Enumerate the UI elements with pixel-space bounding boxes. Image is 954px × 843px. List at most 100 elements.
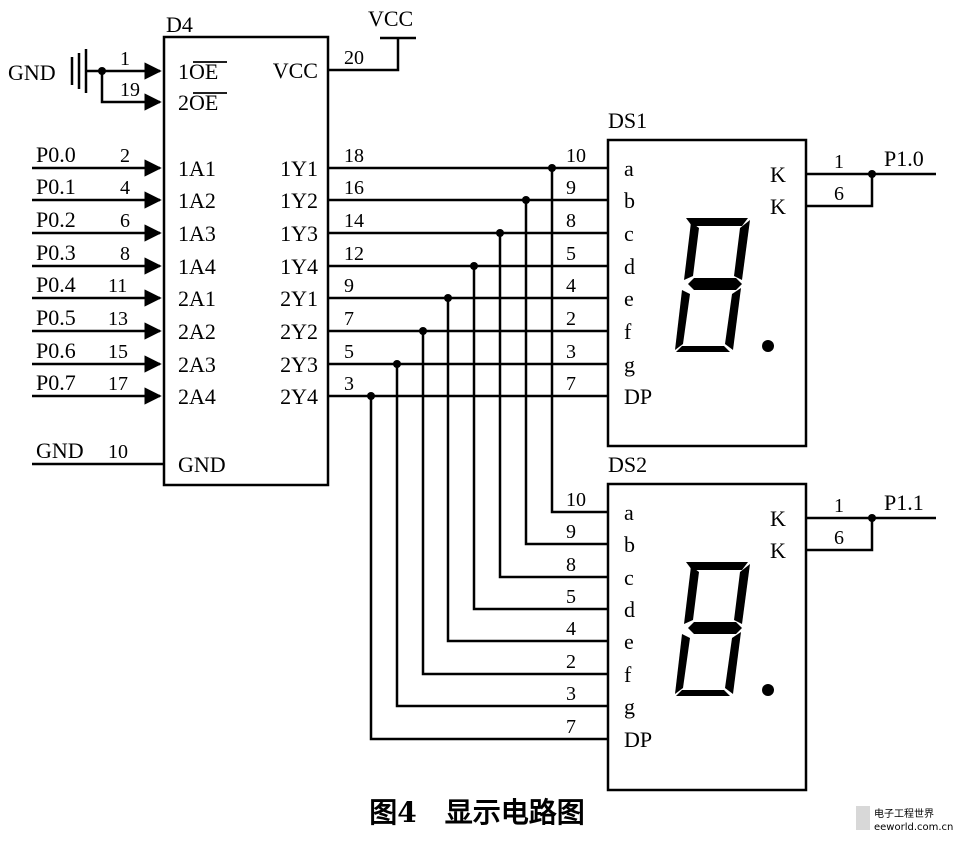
segment-pin-number: 2	[566, 651, 576, 673]
pin-number: 20	[344, 47, 364, 69]
input-net-label: P0.3	[36, 240, 76, 265]
pin-label: GND	[178, 452, 226, 477]
watermark-line1: 电子工程世界	[874, 807, 934, 820]
ground-symbol: GND	[8, 49, 162, 111]
pin-label: 2A4	[178, 384, 216, 409]
output-net-label: P1.0	[884, 146, 924, 171]
segment-pin-number: 10	[566, 145, 586, 167]
segment-label: e	[624, 629, 634, 654]
segment-label: c	[624, 221, 634, 246]
pin-label: 1OE	[178, 59, 218, 84]
input-net-label: P0.1	[36, 174, 76, 199]
segment-pin-number: 2	[566, 308, 576, 330]
segment-label: f	[624, 662, 632, 687]
pin-number: 8	[120, 243, 130, 265]
pin-label: 2Y2	[280, 319, 318, 344]
chip-d4-body	[162, 35, 330, 487]
led-segment	[676, 690, 730, 696]
segment-label: d	[624, 597, 635, 622]
gnd-label: GND	[8, 60, 56, 85]
pin-label: 1Y4	[280, 254, 318, 279]
segment-label: a	[624, 500, 634, 525]
pin-number: 15	[108, 341, 128, 363]
pin-number: 11	[108, 275, 127, 297]
segment-pin-number: 7	[566, 373, 576, 395]
segment-pin-number: 5	[566, 243, 576, 265]
bus-line	[328, 196, 608, 546]
pin-label: 2A1	[178, 286, 216, 311]
led-segment	[686, 218, 748, 226]
pin-label: 1A2	[178, 188, 216, 213]
input-net-label: GND	[36, 438, 84, 463]
output-net-label: P1.1	[884, 490, 924, 515]
led-segment	[675, 290, 690, 350]
segment-pin-number: 8	[566, 210, 576, 232]
segment-pin-number: 9	[566, 521, 576, 543]
led-segment	[688, 278, 742, 290]
led-segment	[686, 562, 748, 570]
chip-left-pin: P0.1 4 1A2	[32, 174, 216, 213]
segment-pin-number: 10	[566, 489, 586, 511]
segment-label: b	[624, 532, 635, 557]
bus-line	[328, 262, 608, 611]
pin-number: 5	[344, 341, 354, 363]
segment-pin-number: 4	[566, 275, 576, 297]
pin-label: 1Y2	[280, 188, 318, 213]
led-decimal-point	[762, 684, 774, 696]
input-net-label: P0.0	[36, 142, 76, 167]
pin-number: 3	[344, 373, 354, 395]
segment-pin-number: 4	[566, 618, 576, 640]
common-cathode-label: K	[770, 162, 786, 187]
segment-label: g	[624, 694, 635, 719]
display-body	[606, 482, 808, 792]
k-pin-number: 6	[834, 527, 844, 549]
display-name: DS2	[608, 452, 647, 477]
pin-number: 17	[108, 373, 128, 395]
pin-label: 2Y4	[280, 384, 318, 409]
common-cathode-label: K	[770, 194, 786, 219]
pin-number: 12	[344, 243, 364, 265]
junction-dot	[868, 170, 876, 178]
pin-label: VCC	[273, 58, 318, 83]
display-body	[606, 138, 808, 448]
output-bus	[328, 164, 608, 741]
led-segment	[734, 564, 750, 624]
pin-number: 6	[120, 210, 130, 232]
pin-label: 1Y1	[280, 156, 318, 181]
pin-number: 10	[108, 441, 128, 463]
segment-label: b	[624, 188, 635, 213]
segment-label: a	[624, 156, 634, 181]
segment-pin-number: 7	[566, 716, 576, 738]
vcc-symbol: VCC	[328, 6, 416, 72]
chip-right-pin: 7 2Y2	[280, 308, 354, 344]
segment-label: DP	[624, 384, 652, 409]
input-net-label: P0.7	[36, 370, 76, 395]
segment-label: g	[624, 352, 635, 377]
figure-caption: 图4 显示电路图	[369, 796, 584, 829]
led-segment	[676, 346, 730, 352]
segment-label: c	[624, 565, 634, 590]
display-name: DS1	[608, 108, 647, 133]
pin-number: 1	[120, 48, 130, 70]
pin-label: 1A4	[178, 254, 216, 279]
input-net-label: P0.6	[36, 338, 76, 363]
watermark-logo-icon	[856, 806, 870, 830]
watermark: 电子工程世界 eeworld.com.cn	[856, 806, 953, 833]
bus-line	[328, 229, 608, 579]
k-pin-number: 6	[834, 183, 844, 205]
pin-number: 7	[344, 308, 354, 330]
pin-number: 4	[120, 177, 130, 199]
common-cathode-label: K	[770, 506, 786, 531]
pin-number: 14	[344, 210, 364, 232]
pin-number: 19	[120, 79, 140, 101]
bus-line	[328, 164, 608, 514]
